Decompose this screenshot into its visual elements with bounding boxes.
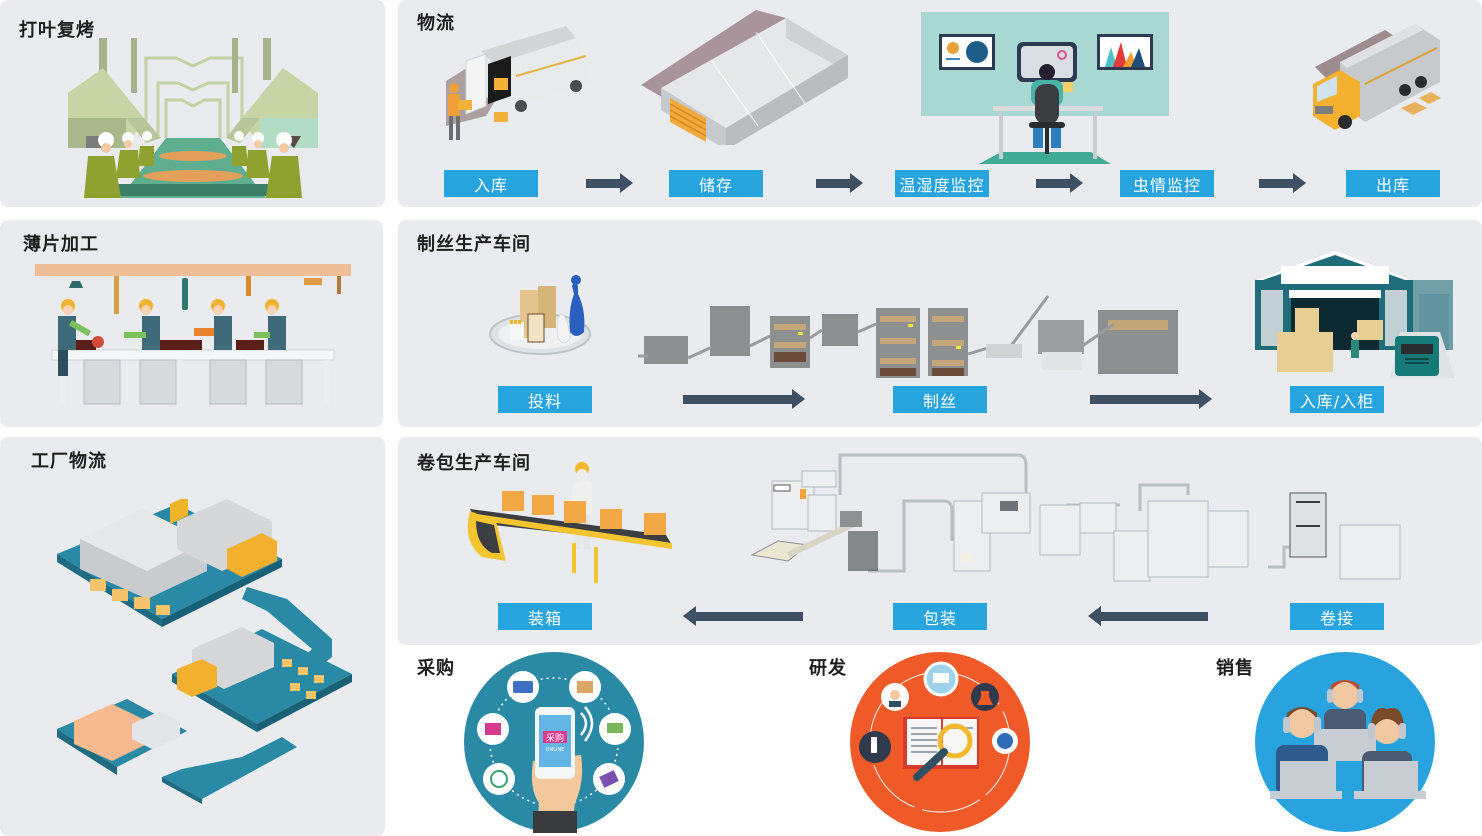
primary-step-feeding: 投料 [498,386,592,413]
packing-step-packing: 包装 [893,603,987,630]
conveyor-boxing-illustration [466,461,678,583]
feeding-materials-illustration [488,274,594,358]
sheet-workbench-illustration [34,264,354,406]
monitoring-room-illustration [921,12,1169,164]
storage-warehouse-illustration [636,10,851,145]
logistics-step-inbound: 入库 [444,170,538,197]
arrow-right-icon [1090,389,1212,409]
rolling-packing-panel: 卷包生产车间 [398,437,1482,645]
primary-step-store-in-silo: 入库/入柜 [1290,386,1384,413]
rnd-title: 研发 [809,658,847,679]
arrow-right-icon [816,173,863,193]
threshing-line-illustration [66,38,320,198]
sales-illustration [1254,651,1436,833]
primary-processing-panel: 制丝生产车间 [398,220,1482,427]
arrow-right-icon [1036,173,1083,193]
primary-step-cut-tobacco: 制丝 [893,386,987,413]
arrow-left-icon [683,606,803,626]
arrow-right-icon [586,173,633,193]
inbound-warehouse-illustration [1255,250,1463,378]
procurement-title: 采购 [417,658,455,679]
sales-title: 销售 [1216,658,1254,679]
threshing-title: 打叶复烤 [19,20,95,41]
arrow-left-icon [1088,606,1208,626]
rnd-illustration [849,651,1031,833]
sheet-processing-panel: 薄片加工 [0,220,383,427]
rolling-packing-title: 卷包生产车间 [417,453,531,474]
rolling-packing-line-illustration [748,451,1416,585]
packing-step-rolling: 卷接 [1290,603,1384,630]
logistics-step-pest-monitoring: 虫情监控 [1120,170,1214,197]
logistics-step-storage: 储存 [669,170,763,197]
logistics-title: 物流 [417,13,455,34]
procurement-illustration: 采购 ONLINE [463,651,645,833]
procurement-phone-text: 采购 [546,732,564,744]
primary-processing-line-illustration [638,290,1194,382]
threshing-panel: 打叶复烤 [0,0,385,207]
van-unloading-illustration [426,26,596,148]
logistics-step-temp-humidity-monitoring: 温湿度监控 [895,170,989,197]
factory-logistics-isometric-illustration [52,499,362,804]
sheet-processing-title: 薄片加工 [23,234,99,255]
factory-logistics-panel: 工厂物流 [0,437,385,836]
logistics-step-outbound: 出库 [1346,170,1440,197]
factory-logistics-title: 工厂物流 [31,451,107,472]
primary-processing-title: 制丝生产车间 [417,234,531,255]
arrow-right-icon [683,389,805,409]
packing-step-casing: 装箱 [498,603,592,630]
procurement-phone-subtext: ONLINE [546,747,565,753]
arrow-right-icon [1259,173,1306,193]
outbound-truck-illustration [1305,22,1445,140]
logistics-panel: 物流 [398,0,1482,207]
